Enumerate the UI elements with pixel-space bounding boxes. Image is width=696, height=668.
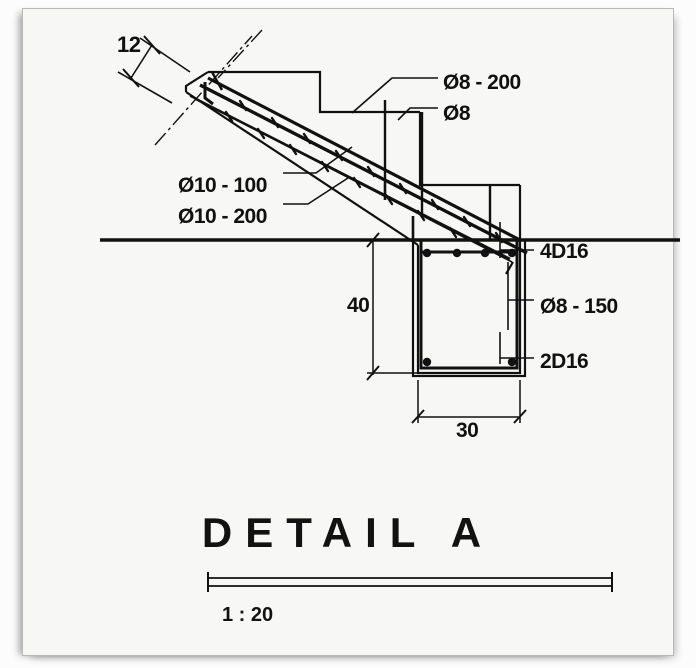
drawing-paper [22,8,674,656]
beam-top-bars-dots [422,248,517,258]
stair-top-mesh-bars [210,71,492,240]
label-beam-bottom-bars: 2D16 [540,350,589,373]
detail-title: DETAIL A [201,509,495,556]
beam-bottom-bars-dots [422,357,517,367]
slab-thickness-dimension [117,35,191,104]
leader-tie-bar [397,107,438,121]
stair-main-bar-upper [199,83,528,255]
label-main-bar-upper: Ø10 - 100 [178,174,267,197]
beam-width-dimension [411,380,527,424]
label-beam-depth: 40 [347,294,370,317]
scale-label: 1 : 20 [222,604,274,626]
stair-slab-outline [184,70,522,375]
label-tie-bar: Ø8 [443,102,471,125]
leader-main-bar-upper [283,146,353,174]
leader-lines [283,77,534,364]
stair-main-bar-lower [195,97,511,261]
label-beam-top-bars: 4D16 [540,240,589,263]
leader-stirrup-top-slab [351,77,438,114]
stair-slab-incline-face [207,76,521,242]
beam-stirrup-loop [419,240,519,370]
label-beam-stirrups: Ø8 - 150 [540,295,618,318]
label-beam-width: 30 [456,419,479,442]
stair-anchor-bars [383,183,415,240]
leader-main-bar-lower [283,177,349,205]
label-main-bar-lower: Ø10 - 200 [178,205,267,228]
beam-stirrup-hook [505,261,514,275]
beam-section-outline [411,238,527,378]
scale-bar [207,572,613,592]
label-slab-thickness: 12 [117,32,141,57]
stair-distribution-bars [224,99,504,244]
slab-start-hook-bar [203,82,214,106]
slab-axis-centerlines [154,29,263,146]
beam-depth-dimension [366,232,420,381]
label-stirrup-top-slab: Ø8 - 200 [443,71,521,94]
